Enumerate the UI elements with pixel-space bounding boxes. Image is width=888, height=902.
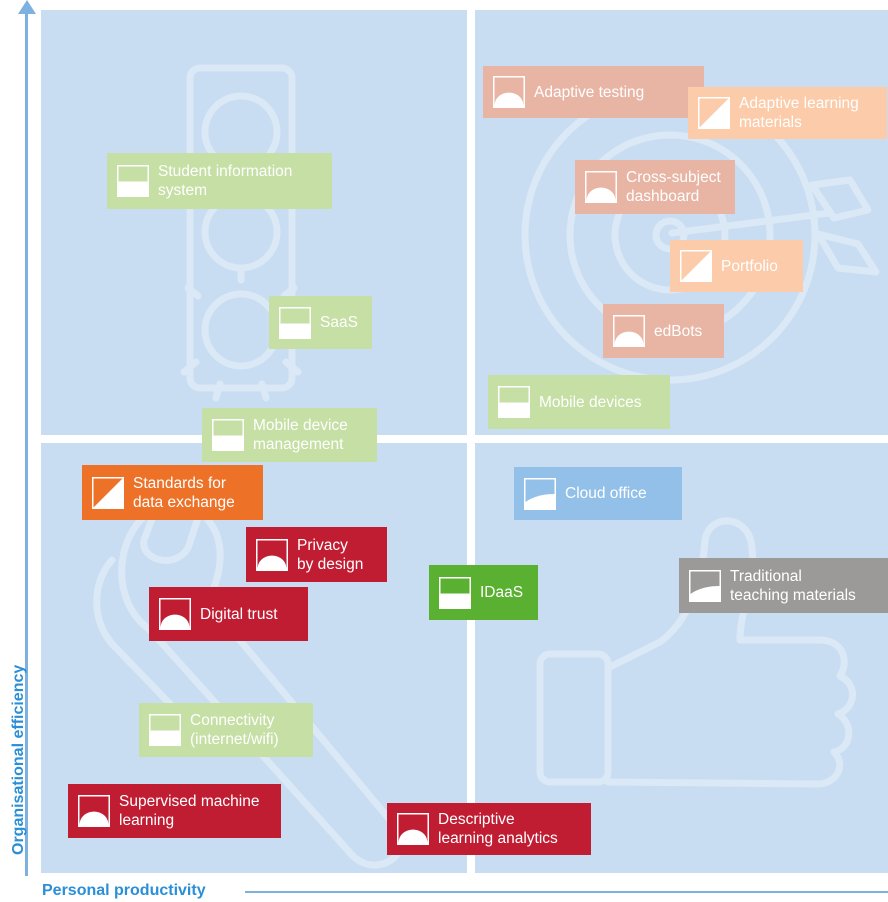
half-circle-icon (78, 795, 110, 827)
tag-mobile-devices: Mobile devices (488, 375, 670, 429)
horizontal-quadrant-divider (41, 435, 888, 443)
horizontal-split-icon (439, 576, 471, 609)
tag-digital-trust: Digital trust (149, 587, 308, 641)
horizontal-split-icon (498, 386, 530, 418)
tag-mobile-device-management: Mobile device management (202, 408, 377, 462)
y-axis-arrow-icon (18, 0, 36, 14)
tag-label: Student information system (158, 163, 293, 199)
x-axis-line (245, 891, 888, 893)
tag-label: Descriptive learning analytics (438, 811, 558, 847)
horizontal-split-icon (279, 306, 311, 339)
tag-portfolio: Portfolio (670, 240, 803, 292)
curve-icon (524, 477, 556, 510)
horizontal-split-icon (149, 714, 181, 746)
tag-idaas: IDaaS (429, 565, 538, 620)
half-circle-icon (493, 76, 525, 108)
tag-label: Cross-subject dashboard (626, 169, 721, 205)
tag-edbots: edBots (603, 304, 724, 358)
diagonal-split-icon (92, 476, 124, 509)
half-circle-icon (256, 538, 288, 571)
tag-label: Adaptive testing (534, 83, 645, 101)
tag-label: Mobile device management (253, 417, 348, 453)
tag-descriptive-learning-analytics: Descriptive learning analytics (387, 803, 591, 855)
tag-label: Standards for data exchange (133, 474, 235, 511)
tag-student-information-system: Student information system (107, 153, 332, 209)
tag-standards-for-data-exchange: Standards for data exchange (82, 465, 263, 520)
tag-label: edBots (654, 322, 703, 340)
diagonal-split-icon (680, 250, 712, 282)
half-circle-icon (613, 315, 645, 347)
tag-privacy-by-design: Privacy by design (246, 527, 387, 582)
tag-label: Cloud office (565, 485, 647, 502)
curve-icon (689, 569, 721, 602)
tag-label: Connectivity (internet/wifi) (190, 712, 279, 748)
tag-connectivity: Connectivity (internet/wifi) (139, 703, 313, 757)
tag-label: Traditional teaching materials (730, 567, 856, 604)
half-circle-icon (159, 598, 191, 630)
diagonal-split-icon (698, 97, 730, 129)
tag-label: Supervised machine learning (119, 793, 260, 829)
tag-adaptive-learning-materials: Adaptive learning materials (688, 87, 887, 139)
tag-traditional-teaching-materials: Traditional teaching materials (679, 558, 888, 613)
tag-supervised-machine-learning: Supervised machine learning (68, 784, 281, 838)
y-axis-line (25, 12, 28, 876)
y-axis-label: Organisational efficiency (10, 664, 27, 855)
tag-saas: SaaS (269, 296, 372, 349)
tag-label: Adaptive learning materials (739, 95, 859, 131)
horizontal-split-icon (212, 419, 244, 451)
tag-label: Privacy by design (297, 536, 364, 573)
half-circle-icon (585, 171, 617, 203)
tag-cloud-office: Cloud office (514, 467, 682, 520)
tag-adaptive-testing: Adaptive testing (483, 66, 704, 118)
tag-label: Digital trust (200, 605, 278, 623)
x-axis-label: Personal productivity (42, 882, 206, 899)
tag-label: Portfolio (721, 257, 778, 275)
half-circle-icon (397, 813, 429, 845)
horizontal-split-icon (117, 165, 149, 197)
tag-label: SaaS (320, 314, 358, 331)
tag-label: Mobile devices (539, 393, 642, 411)
tag-cross-subject-dashboard: Cross-subject dashboard (575, 160, 735, 214)
tag-label: IDaaS (480, 584, 524, 601)
